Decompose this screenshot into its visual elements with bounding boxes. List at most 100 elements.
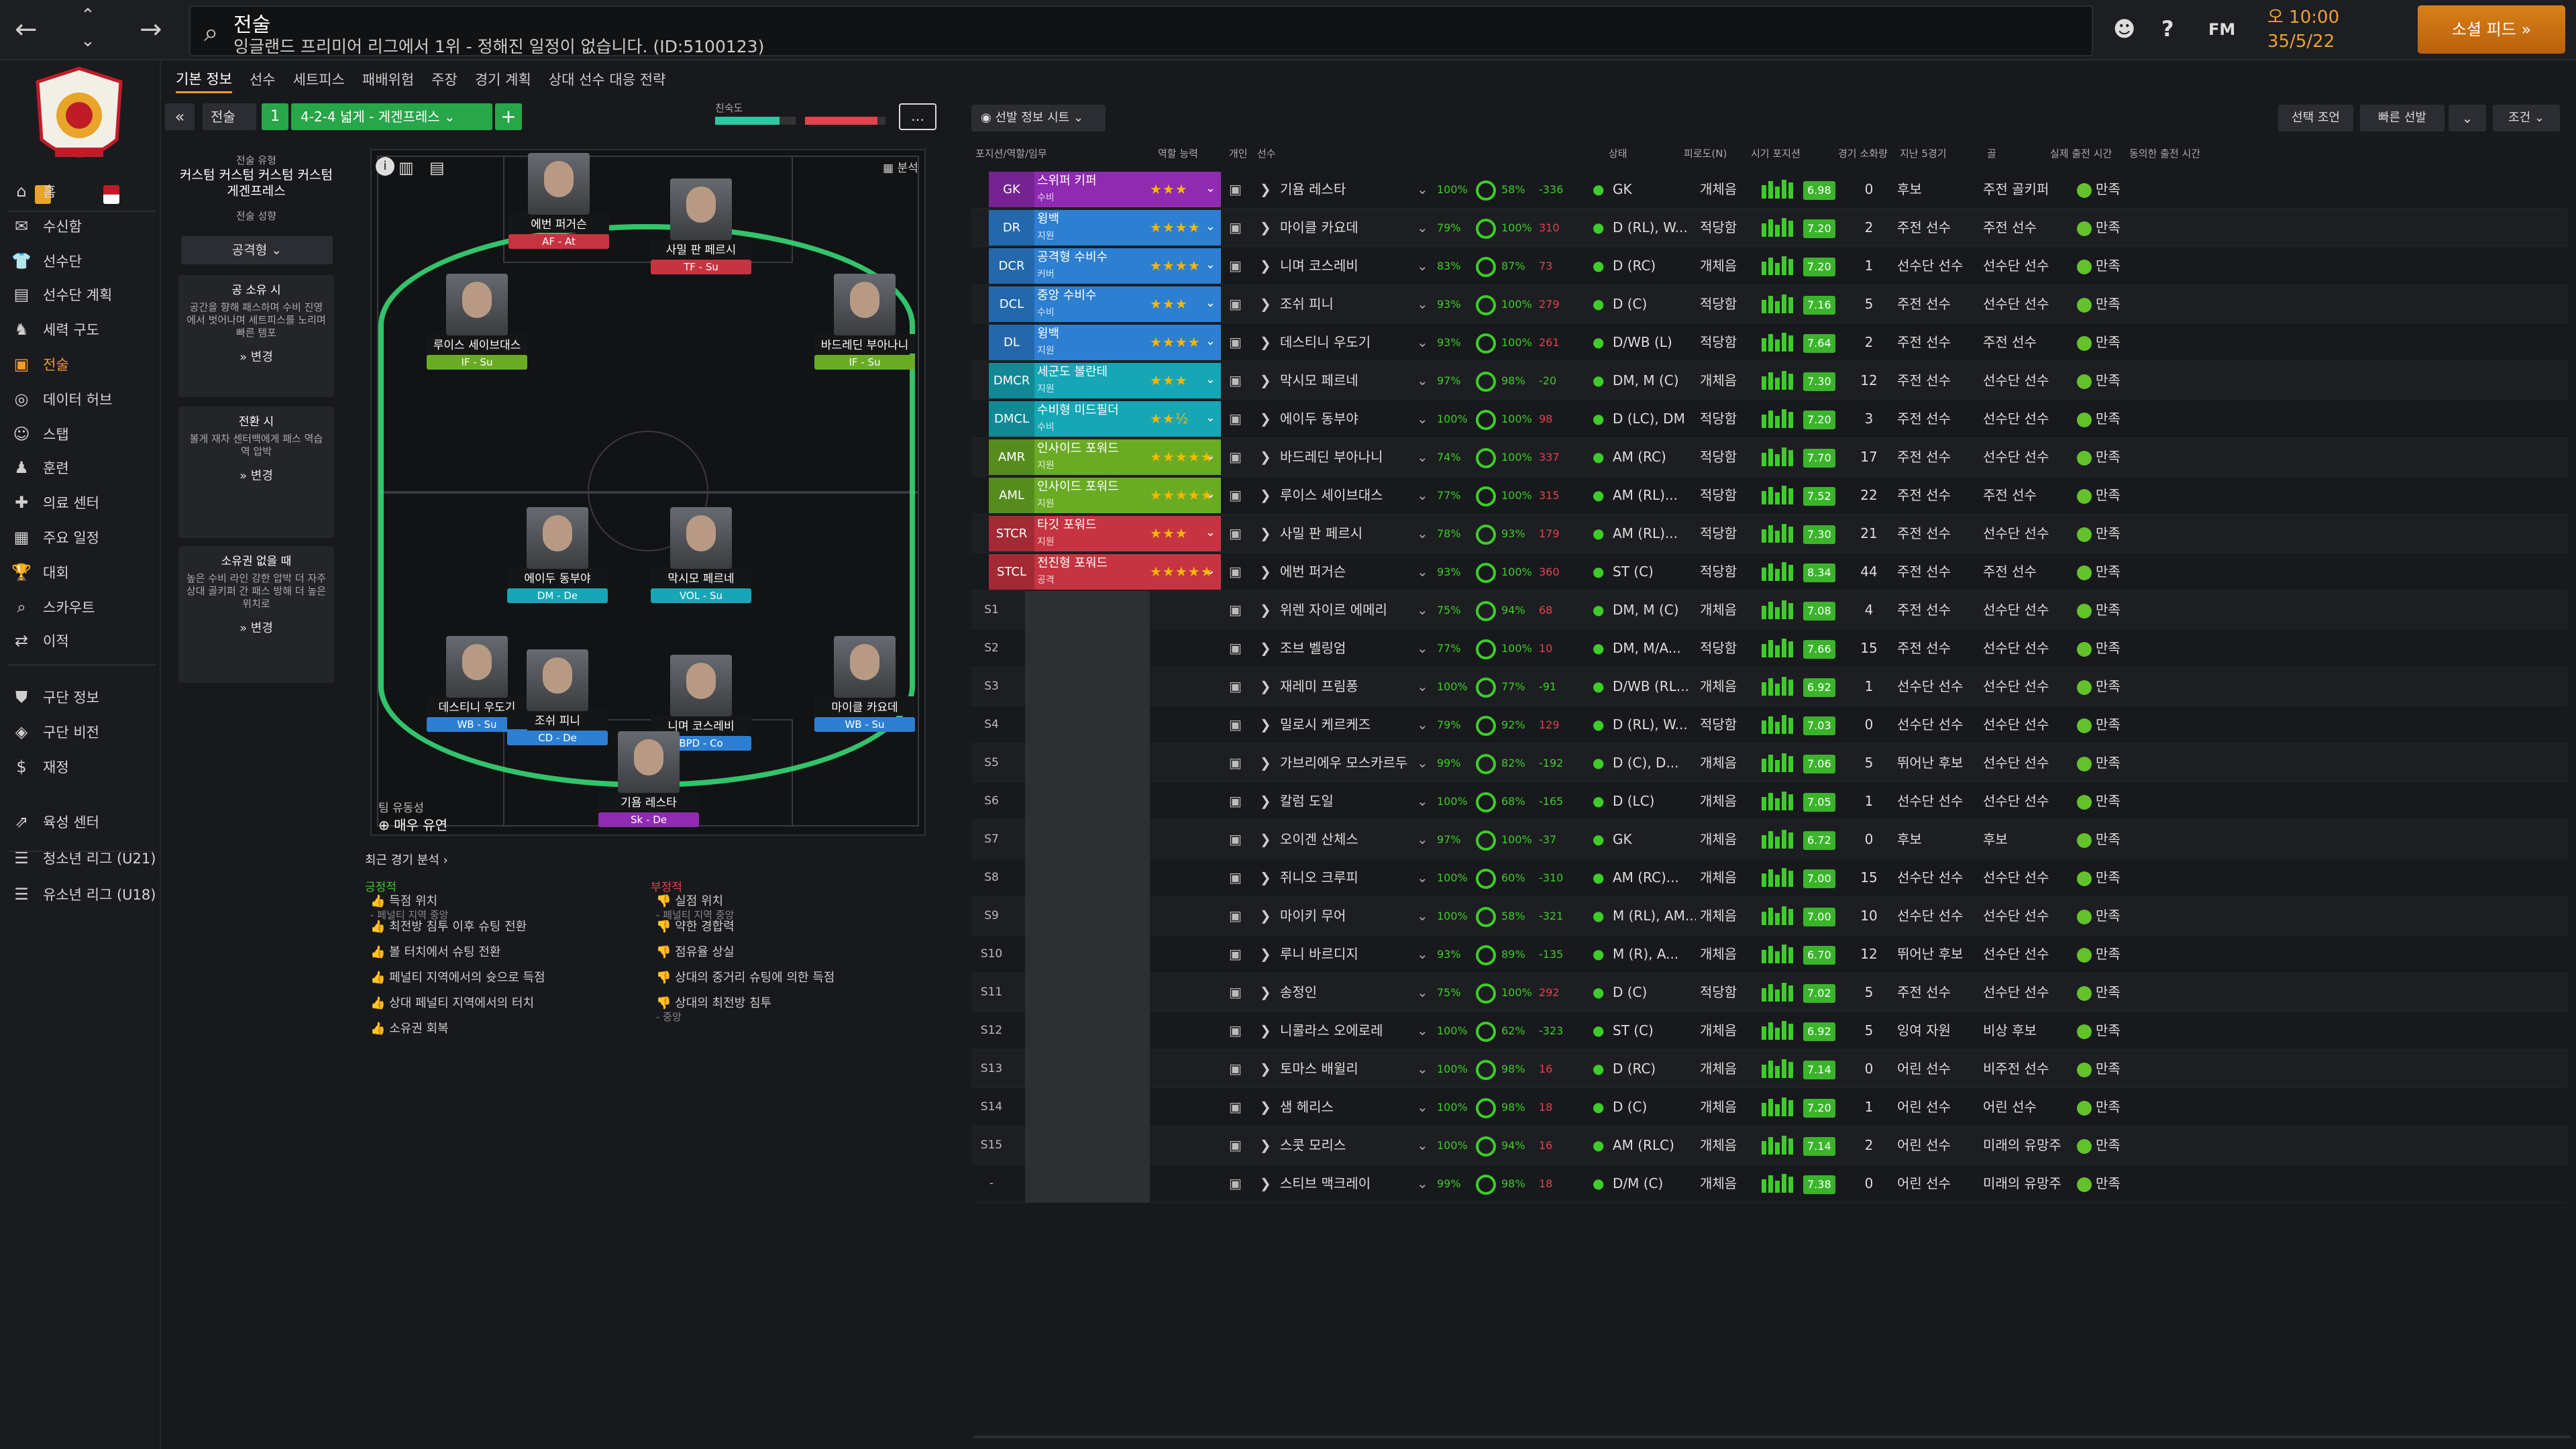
player-name[interactable]: 니콜라스 오에로레 <box>1280 1022 1383 1038</box>
person-icon[interactable]: ▣ <box>1229 908 1242 924</box>
player-name[interactable]: 조쉬 피니 <box>1280 296 1334 312</box>
person-icon[interactable]: ▣ <box>1229 449 1242 465</box>
column-header[interactable]: 지난 5경기 <box>1900 148 1947 160</box>
pitch-player-role[interactable]: DM - De <box>507 588 608 603</box>
table-row[interactable]: S5▣❯가브리에우 모스카르두⌄99%82%-192●D (C), D...개체… <box>971 744 2568 782</box>
help-icon[interactable]: ? <box>2161 16 2174 42</box>
column-header[interactable]: 선수 <box>1257 148 1276 160</box>
chevron-down-icon[interactable]: ⌄ <box>1417 1175 1428 1191</box>
selection-advice-button[interactable]: 선택 조언 <box>2278 105 2353 131</box>
player-info-icon[interactable]: ❯ <box>1260 755 1271 771</box>
player-name[interactable]: 스티브 맥크레이 <box>1280 1175 1371 1191</box>
person-icon[interactable]: ▣ <box>1229 946 1242 962</box>
person-icon[interactable]: ▣ <box>1229 525 1242 541</box>
chart-icon[interactable]: ▥ <box>398 158 414 177</box>
person-icon[interactable]: ▣ <box>1229 793 1242 809</box>
chevron-down-icon[interactable]: ⌄ <box>1417 1137 1428 1153</box>
chevron-down-icon[interactable]: ⌄ <box>1417 908 1428 924</box>
column-header[interactable]: 골 <box>1987 148 1996 160</box>
quick-pick-dropdown-icon[interactable]: ⌄ <box>2449 105 2486 131</box>
pitch-player-role[interactable]: Sk - De <box>598 812 699 827</box>
empty-role-slot[interactable] <box>1025 1088 1150 1126</box>
empty-role-slot[interactable] <box>1025 1050 1150 1088</box>
pitch-player-role[interactable]: VOL - Su <box>651 588 751 603</box>
sidebar-item-development[interactable]: ⇗육성 센터 <box>0 805 161 839</box>
person-icon[interactable]: ▣ <box>1229 372 1242 388</box>
player-name[interactable]: 기욤 레스타 <box>1280 181 1346 197</box>
player-name[interactable]: 밀로시 케르케즈 <box>1280 716 1371 733</box>
pitch-player-role[interactable]: WB - Su <box>814 717 915 732</box>
player-name[interactable]: 루이스 세이브대스 <box>1280 487 1383 503</box>
person-icon[interactable]: ▣ <box>1229 602 1242 618</box>
person-icon[interactable]: ▣ <box>1229 755 1242 771</box>
column-header[interactable]: 동의한 출전 시간 <box>2129 148 2201 160</box>
sidebar-item-u21[interactable]: ☰청소년 리그 (U21) <box>0 841 161 875</box>
sidebar-item-squad-planning[interactable]: ▤선수단 계획 <box>0 278 161 311</box>
fm-logo[interactable]: FM <box>2208 20 2236 39</box>
tab-set-pieces[interactable]: 세트피스 <box>292 72 345 88</box>
person-icon[interactable]: ▣ <box>1229 1175 1242 1191</box>
continue-button[interactable]: 소셜 피드 » <box>2418 5 2565 54</box>
player-info-icon[interactable]: ❯ <box>1260 1137 1271 1153</box>
sidebar-item-u18[interactable]: ☰유소년 리그 (U18) <box>0 877 161 911</box>
player-info-icon[interactable]: ❯ <box>1260 1022 1271 1038</box>
chevron-down-icon[interactable]: ⌄ <box>1417 181 1428 197</box>
collapse-button[interactable]: « <box>165 103 195 130</box>
tab-players[interactable]: 선수 <box>249 72 276 88</box>
sidebar-item-scouting[interactable]: ⌕스카우트 <box>0 590 161 624</box>
sidebar-item-transfers[interactable]: ⇄이적 <box>0 624 161 657</box>
pitch-player-role[interactable]: AF - At <box>508 234 609 249</box>
person-icon[interactable]: ▣ <box>1229 564 1242 580</box>
person-icon[interactable]: ▣ <box>1229 678 1242 694</box>
player-name[interactable]: 토마스 배윌리 <box>1280 1061 1358 1077</box>
player-name[interactable]: 송정인 <box>1280 984 1318 1000</box>
player-info-icon[interactable]: ❯ <box>1260 1099 1271 1115</box>
chevron-down-icon[interactable]: ⌄ <box>1417 831 1428 847</box>
sidebar-item-inbox[interactable]: ✉수신함 <box>0 209 161 243</box>
chevron-down-icon[interactable]: ⌄ <box>1417 564 1428 580</box>
in-transition-change-button[interactable]: » 변경 <box>239 469 273 483</box>
player-info-icon[interactable]: ❯ <box>1260 372 1271 388</box>
chevron-down-icon[interactable]: ⌄ <box>1417 793 1428 809</box>
person-icon[interactable]: ▣ <box>1229 1061 1242 1077</box>
empty-role-slot[interactable] <box>1025 859 1150 897</box>
analysis-toggle[interactable]: ▦ 분석 <box>883 162 918 175</box>
player-info-icon[interactable]: ❯ <box>1260 831 1271 847</box>
view-dropdown[interactable]: ◉ 선발 정보 시트 ⌄ <box>971 105 1106 131</box>
chevron-down-icon[interactable]: ⌄ <box>1417 525 1428 541</box>
column-header[interactable]: 피로도(N) <box>1684 148 1727 160</box>
player-info-icon[interactable]: ❯ <box>1260 411 1271 427</box>
player-name[interactable]: 마이클 카요데 <box>1280 219 1358 235</box>
in-possession-change-button[interactable]: » 변경 <box>239 350 273 364</box>
pitch-player-role[interactable]: IF - Su <box>814 355 915 370</box>
empty-role-slot[interactable] <box>1025 1012 1150 1050</box>
chevron-down-icon[interactable]: ⌄ <box>1417 602 1428 618</box>
quick-pick-button[interactable]: 빠른 선발 <box>2360 105 2445 131</box>
chevron-down-icon[interactable]: ⌄ <box>1417 984 1428 1000</box>
analysis-title[interactable]: 최근 경기 분석 › <box>365 853 448 867</box>
sidebar-item-data-hub[interactable]: ◎데이터 허브 <box>0 382 161 416</box>
chevron-down-icon[interactable]: ⌄ <box>1417 258 1428 274</box>
chevron-down-icon[interactable]: ⌄ <box>1417 946 1428 962</box>
empty-role-slot[interactable] <box>1025 629 1150 667</box>
sidebar-item-competitions[interactable]: 🏆대회 <box>0 555 161 589</box>
